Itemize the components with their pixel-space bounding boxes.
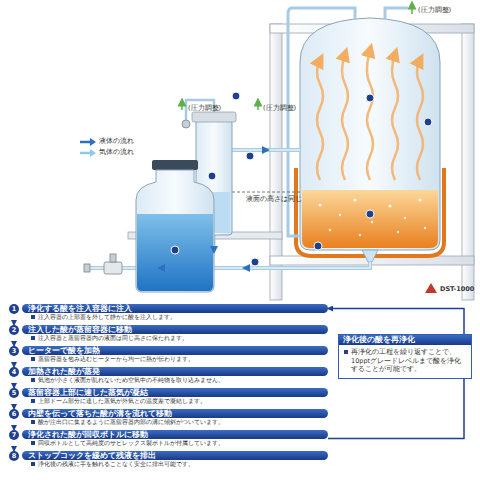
step-note: 酸が注出口に集まるように蒸留容器内部の溝に傾斜がついています。 — [8, 418, 328, 426]
callout-dots — [171, 92, 432, 266]
process-step: 浄化された酸が回収ボトルに移動回収ボトルとして高純度のサビレックス製ボトルが付属… — [8, 430, 328, 447]
callout-number: 4 — [9, 367, 19, 377]
step-title: 浄化された酸が回収ボトルに移動 — [22, 430, 328, 439]
step-title: 加熱された酸が蒸発 — [22, 367, 328, 376]
callout-number: 3 — [9, 346, 19, 356]
collection-bottle — [136, 160, 214, 292]
flow-arrows — [157, 146, 270, 272]
flow-connector — [328, 379, 464, 439]
callout-number: 1 — [9, 304, 19, 314]
legend-arrow — [80, 138, 96, 146]
legend-arrow — [80, 149, 96, 157]
step-title: 蒸留容器上部に達した蒸気が凝結 — [22, 388, 328, 397]
flow-connector — [328, 309, 464, 335]
step-note: 注入容器の上部蓋を外して静かに酸を注入します。 — [8, 313, 328, 321]
process-step: 内壁を伝って落ちた酸が溝を流れて移動酸が注出口に集まるように蒸留容器内部の溝に傾… — [8, 409, 328, 426]
step-title: 内壁を伝って落ちた酸が溝を流れて移動 — [22, 409, 328, 418]
callout-number: 7 — [9, 430, 19, 440]
legend: 液体の流れ気体の流れ — [80, 136, 134, 158]
model-name: DST-1000 — [440, 285, 474, 293]
step-title: ヒーターで酸を加熱 — [22, 346, 328, 355]
pressure-label: (圧力調整) — [263, 104, 296, 113]
callout-number: 5 — [9, 388, 19, 398]
step-note: 気泡が小さく液面が乱れないため空気中の不純物を取り込みません。 — [8, 376, 328, 384]
step-title: 注入した酸が蒸留容器に移動 — [22, 325, 328, 334]
process-step: 浄化する酸を注入容器に注入注入容器の上部蓋を外して静かに酸を注入します。 — [8, 304, 328, 321]
step-note: 回収ボトルとして高純度のサビレックス製ボトルが付属しています。 — [8, 439, 328, 447]
legend-text: 液体の流れ — [99, 137, 134, 146]
note-box: 浄化後の酸を再浄化再浄化の工程を繰り返すことで、10pptグレードレベルまで酸を… — [338, 334, 472, 379]
step-note: 上部ドーム部分に達した蒸気が外気との温度差で凝結します。 — [8, 397, 328, 405]
distillation-vessel — [296, 18, 444, 262]
step-title: ストップコックを緩めて残液を排出 — [22, 451, 328, 460]
pressure-arrows — [182, 5, 412, 110]
callout-number: 8 — [9, 451, 19, 461]
legend-row: 気体の流れ — [80, 147, 134, 158]
step-note: 蒸留容器を包み込むヒーターから均一に熱が伝わります。 — [8, 355, 328, 363]
stopcock — [84, 254, 122, 274]
process-step: 加熱された酸が蒸発気泡が小さく液面が乱れないため空気中の不純物を取り込みません。 — [8, 367, 328, 384]
step-title: 浄化する酸を注入容器に注入 — [22, 304, 328, 313]
step-note: 浄化後の残液に手を触れることなく安全に排出可能です。 — [8, 460, 328, 468]
legend-row: 液体の流れ — [80, 136, 134, 147]
callout-number: 2 — [9, 325, 19, 335]
step-note: 注入容器と蒸留容器内の液面は同じ高さに保たれます。 — [8, 334, 328, 342]
side-title: 浄化後の酸を再浄化 — [339, 335, 471, 345]
model-tag-icon — [425, 283, 437, 293]
pressure-label: (圧力調整) — [188, 104, 221, 113]
level-note: 液面の高さは同じ — [246, 195, 302, 204]
side-note: 再浄化の工程を繰り返すことで、10pptグレードレベルまで酸を浄化することが可能… — [339, 345, 471, 378]
pressure-label: (圧力調整) — [418, 6, 451, 15]
process-step: 注入した酸が蒸留容器に移動注入容器と蒸留容器内の液面は同じ高さに保たれます。 — [8, 325, 328, 342]
process-step: ヒーターで酸を加熱蒸留容器を包み込むヒーターから均一に熱が伝わります。 — [8, 346, 328, 363]
process-step: ストップコックを緩めて残液を排出浄化後の残液に手を触れることなく安全に排出可能で… — [8, 451, 328, 468]
callout-number: 6 — [9, 409, 19, 419]
process-step: 蒸留容器上部に達した蒸気が凝結上部ドーム部分に達した蒸気が外気との温度差で凝結し… — [8, 388, 328, 405]
legend-text: 気体の流れ — [99, 148, 134, 157]
